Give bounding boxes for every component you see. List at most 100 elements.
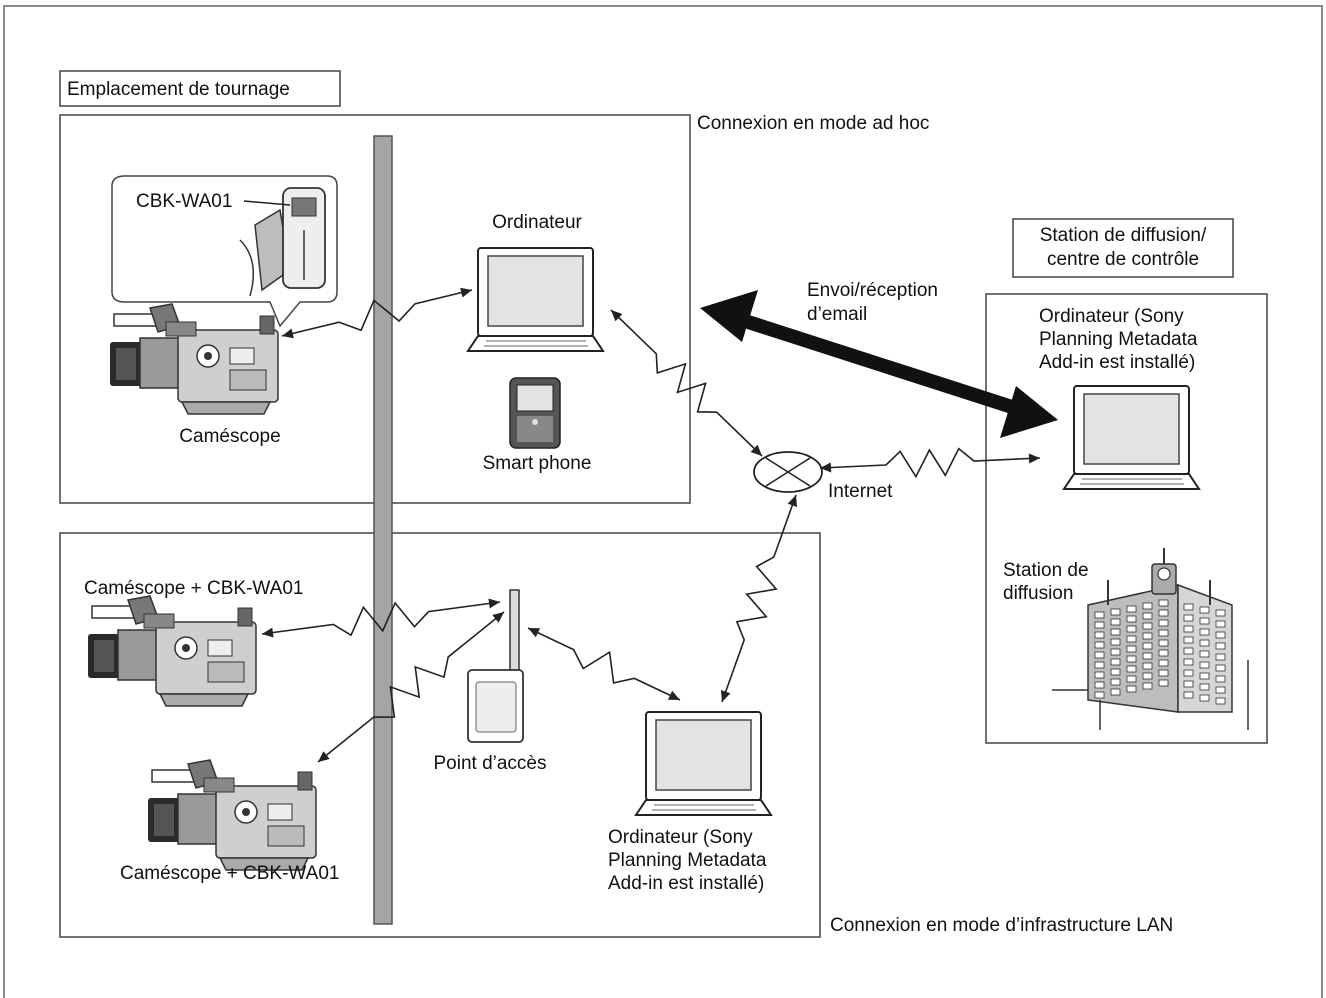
router-icon [467, 589, 524, 743]
email-arrow [700, 290, 1058, 438]
building-window [1142, 682, 1153, 690]
wireless-link-icon [610, 309, 763, 457]
building-window [1110, 628, 1121, 636]
station-computer-label-line3: Add-in est installé) [1039, 352, 1195, 373]
wireless-link-icon [281, 289, 473, 337]
building-window [1142, 662, 1153, 670]
building-window [1110, 608, 1121, 616]
building-window [1215, 653, 1226, 661]
arrowhead [1028, 453, 1040, 464]
building-window [1199, 661, 1210, 669]
wireless-link-icon [317, 611, 505, 763]
building-window [1158, 679, 1169, 687]
infra-computer-label-line2: Planning Metadata [608, 850, 767, 871]
building-label-line2: diffusion [1003, 583, 1073, 604]
building-window [1126, 645, 1137, 653]
building-label-line1: Station de [1003, 560, 1089, 581]
infra-camcorder1-label: Caméscope + CBK-WA01 [84, 578, 303, 599]
cbk-label: CBK-WA01 [136, 191, 232, 212]
building-window [1126, 625, 1137, 633]
arrowhead [611, 310, 623, 322]
building-window [1126, 675, 1137, 683]
laptop-icon [635, 711, 772, 816]
diagram-frames [3, 5, 1323, 998]
building-window [1094, 691, 1105, 699]
building-window [1199, 617, 1210, 625]
arrowhead [488, 598, 500, 609]
arrowhead [820, 462, 832, 473]
infra-label: Connexion en mode d’infrastructure LAN [830, 915, 1173, 936]
building-window [1215, 664, 1226, 672]
arrowhead [262, 627, 274, 638]
shooting-location-label: Emplacement de tournage [67, 79, 290, 100]
station-title-line1: Station de diffusion/ [1040, 225, 1207, 246]
building-window [1199, 683, 1210, 691]
building-window [1199, 639, 1210, 647]
infra-computer-label-line1: Ordinateur (Sony [608, 827, 753, 848]
building-window [1110, 688, 1121, 696]
building-window [1094, 651, 1105, 659]
building-window [1142, 602, 1153, 610]
building-window [1094, 621, 1105, 629]
building-window [1142, 622, 1153, 630]
building-window [1094, 661, 1105, 669]
station-box [985, 293, 1268, 744]
building-window [1183, 625, 1194, 633]
laptop-icon [467, 247, 604, 352]
building-window [1183, 614, 1194, 622]
building-window [1094, 671, 1105, 679]
building-window [1199, 672, 1210, 680]
building-window [1215, 620, 1226, 628]
infra-computer-label-line3: Add-in est installé) [608, 873, 764, 894]
wireless-link-icon [819, 447, 1041, 479]
building-window [1183, 603, 1194, 611]
building-window [1199, 650, 1210, 658]
access-point-label: Point d’accès [433, 753, 546, 774]
wall-divider [373, 135, 393, 925]
building-window [1158, 599, 1169, 607]
building-window [1126, 655, 1137, 663]
station-computer-label-line2: Planning Metadata [1039, 329, 1198, 350]
building-window [1199, 628, 1210, 636]
building-window [1142, 672, 1153, 680]
building-window [1183, 658, 1194, 666]
building-window [1183, 636, 1194, 644]
building-window [1142, 652, 1153, 660]
building-window [1142, 642, 1153, 650]
wireless-link-icon [721, 494, 797, 703]
adhoc-label: Connexion en mode ad hoc [697, 113, 929, 134]
building-window [1199, 694, 1210, 702]
building-window [1126, 605, 1137, 613]
building-window [1215, 631, 1226, 639]
labels: Emplacement de tournage Connexion en mod… [67, 79, 1207, 936]
camcorder-icon [147, 759, 317, 871]
computer-label: Ordinateur [492, 212, 582, 233]
infra-box [59, 532, 821, 938]
building-window [1183, 680, 1194, 688]
arrowhead [787, 495, 798, 508]
building-window [1183, 647, 1194, 655]
wireless-links [261, 287, 1041, 763]
email-label-line2: d’email [807, 304, 867, 325]
arrowhead [460, 287, 472, 298]
building-window [1215, 697, 1226, 705]
arrowhead [282, 328, 294, 339]
arrowhead [667, 690, 680, 700]
building-window [1158, 639, 1169, 647]
building-window [1094, 681, 1105, 689]
building-window [1158, 629, 1169, 637]
arrowhead [720, 689, 731, 702]
building-window [1110, 648, 1121, 656]
cbk-module-icon [239, 187, 326, 297]
building-window [1183, 691, 1194, 699]
building-window [1126, 665, 1137, 673]
shooting-location-box [59, 70, 341, 107]
building-window [1110, 618, 1121, 626]
building-window [1215, 675, 1226, 683]
laptop-icon [1063, 385, 1200, 490]
arrowhead [492, 612, 504, 623]
smartphone-label: Smart phone [483, 453, 592, 474]
station-title-line2: centre de contrôle [1047, 249, 1199, 270]
